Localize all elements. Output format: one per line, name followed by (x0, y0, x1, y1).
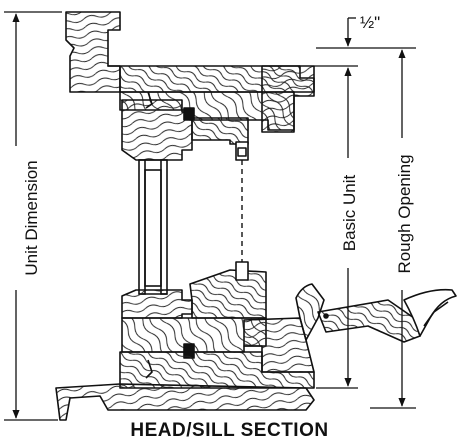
sill-section (55, 261, 457, 421)
interior-stool (55, 383, 315, 421)
sill-stop (189, 269, 267, 319)
head-casing (65, 11, 121, 93)
basic-unit-label: Basic Unit (340, 174, 359, 251)
sash-bottom-rail (121, 289, 193, 319)
glass-pane-inner (160, 159, 168, 295)
unit-dimension-label: Unit Dimension (22, 160, 41, 275)
glass-spacer (144, 169, 162, 287)
glass-pane-outer (138, 159, 146, 295)
rough-opening-label: Rough Opening (395, 154, 414, 273)
glazing-unit (138, 159, 168, 295)
dimension-lines (4, 11, 416, 421)
sash-top-rail (121, 99, 193, 161)
head-section (65, 11, 315, 161)
section-title: HEAD/SILL SECTION (130, 420, 329, 441)
sill-hardware (235, 261, 249, 281)
drip-edge (403, 288, 457, 337)
head-stop (191, 117, 249, 145)
sill-extension (295, 283, 325, 341)
offset-label: ½" (360, 13, 380, 32)
head-weatherstrip (183, 107, 195, 121)
sill-flashing (317, 299, 421, 343)
